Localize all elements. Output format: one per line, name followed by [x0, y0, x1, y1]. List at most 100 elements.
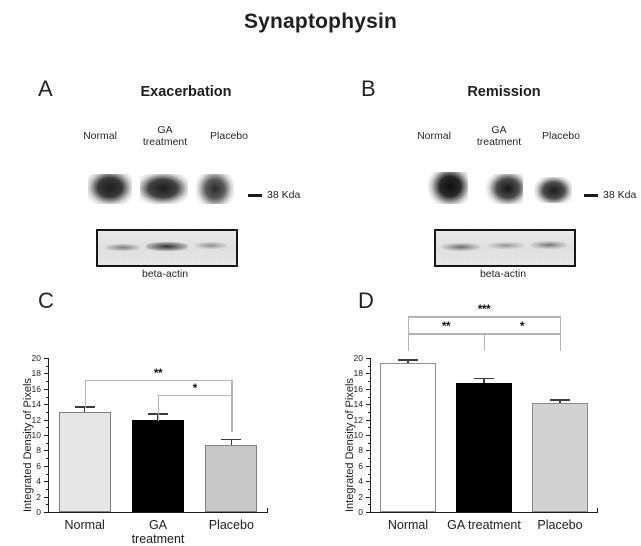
y-axis-tick — [366, 512, 370, 513]
error-bar — [230, 438, 233, 445]
panel-a-band-placebo — [196, 174, 234, 204]
significance-marker: ** — [153, 365, 163, 380]
y-axis-tick-label: 20 — [31, 353, 41, 363]
y-axis-tick-label: 0 — [358, 507, 363, 517]
y-axis-minor-tick — [367, 504, 370, 506]
significance-bracket-tick — [560, 316, 562, 345]
y-axis-tick-label: 8 — [36, 445, 41, 456]
y-axis-tick-label: 14 — [31, 399, 41, 410]
y-axis-tick — [44, 358, 48, 359]
x-axis-category-label: Placebo — [208, 518, 254, 532]
error-bar-cap — [221, 438, 242, 441]
y-axis-tick — [366, 465, 370, 467]
y-axis-tick — [44, 481, 48, 483]
x-axis-line — [370, 512, 598, 514]
panel-letter-d: D — [358, 288, 374, 313]
x-axis-line — [48, 512, 268, 514]
y-axis-tick-label: 12 — [353, 414, 363, 425]
significance-marker: *** — [477, 302, 491, 317]
significance-bracket-line — [84, 379, 232, 381]
y-axis-tick — [366, 358, 370, 359]
y-axis-minor-tick — [45, 458, 48, 460]
x-axis-category-label: Normal — [387, 518, 429, 532]
y-axis-minor-tick — [367, 427, 370, 429]
y-axis-tick — [44, 496, 48, 498]
significance-marker: * — [519, 319, 525, 334]
y-axis-tick-label: 14 — [353, 399, 363, 410]
y-axis-tick — [44, 450, 48, 452]
y-axis-tick-label: 2 — [36, 491, 41, 502]
y-axis-tick — [366, 435, 370, 436]
bar-placebo — [532, 403, 588, 512]
y-axis-minor-tick — [45, 504, 48, 506]
y-axis-minor-tick — [367, 365, 370, 367]
y-axis-tick-label: 16 — [31, 383, 41, 394]
y-axis-line — [370, 358, 372, 512]
y-axis-minor-tick — [45, 396, 48, 398]
panel-a-actin-band-placebo — [195, 242, 227, 249]
y-axis-tick-label: 10 — [353, 430, 363, 440]
error-bar — [157, 413, 159, 420]
y-axis-tick-label: 6 — [358, 460, 363, 471]
y-axis-tick — [366, 419, 370, 421]
x-axis-category-label: Placebo — [537, 518, 583, 532]
panel-a-actin-caption: beta-actin — [141, 268, 189, 280]
error-bar — [483, 377, 485, 384]
panel-b-actin-band-placebo — [531, 241, 567, 249]
significance-bracket-tick — [408, 316, 410, 345]
error-bar-cap — [474, 377, 494, 380]
y-axis-tick — [366, 450, 370, 452]
y-axis-minor-tick — [45, 473, 48, 475]
y-axis-tick — [44, 435, 48, 436]
panel-a-band-ga-treatment — [140, 174, 188, 204]
y-axis-minor-tick — [367, 473, 370, 475]
y-axis-minor-tick — [45, 365, 48, 367]
y-axis-tick — [366, 404, 370, 406]
y-axis-title: Integrated Density of Pixels — [22, 378, 34, 512]
y-axis-tick — [366, 481, 370, 483]
panel-b-lane-label-placebo: Placebo — [542, 130, 580, 142]
bar-normal — [380, 363, 436, 512]
y-axis-tick — [366, 496, 370, 498]
y-axis-title: Integrated Density of Pixels — [344, 378, 356, 512]
y-axis-tick-label: 20 — [353, 353, 363, 363]
y-axis-minor-tick — [45, 488, 48, 490]
panel-letter-a: A — [38, 76, 53, 101]
panel-a-actin-band-normal — [106, 244, 140, 251]
panel-a-lane-label-placebo: Placebo — [210, 130, 248, 142]
panel-letter-c: C — [38, 288, 54, 313]
y-axis-minor-tick — [45, 442, 48, 444]
significance-marker: ** — [441, 319, 451, 334]
x-axis-category-label: Normal — [64, 518, 105, 532]
y-axis-tick — [366, 388, 370, 390]
panel-b-kda-marker: 38 Kda — [584, 189, 636, 201]
significance-bracket-line — [408, 333, 484, 335]
kda-dash-icon — [248, 193, 262, 197]
bar-placebo — [205, 445, 258, 512]
panel-b-actin-band-ga-treatment — [488, 242, 524, 249]
significance-bracket-line — [158, 394, 232, 397]
panel-a-actin-band-ga-treatment — [146, 242, 188, 251]
x-axis-end-tick — [597, 508, 599, 513]
significance-bracket-tick — [408, 333, 410, 352]
y-axis-line — [48, 358, 50, 512]
y-axis-tick — [44, 465, 48, 467]
y-axis-tick — [44, 373, 48, 375]
bar-normal — [58, 411, 111, 512]
y-axis-tick-label: 2 — [358, 491, 363, 502]
significance-bracket-line — [408, 316, 560, 318]
significance-bracket-tick — [158, 394, 160, 421]
panel-b-heading: Remission — [467, 84, 541, 100]
panel-a-lane-label-ga-treatment: GA treatment — [142, 124, 188, 148]
y-axis-tick — [44, 404, 48, 406]
y-axis-tick — [366, 373, 370, 375]
y-axis-tick-label: 18 — [353, 368, 363, 379]
y-axis-minor-tick — [367, 381, 370, 383]
panel-a-heading: Exacerbation — [140, 84, 232, 100]
y-axis-tick — [44, 419, 48, 421]
error-bar-cap — [398, 359, 418, 361]
y-axis-minor-tick — [45, 427, 48, 429]
bar-ga-treatment — [456, 383, 512, 512]
y-axis-minor-tick — [367, 442, 370, 444]
